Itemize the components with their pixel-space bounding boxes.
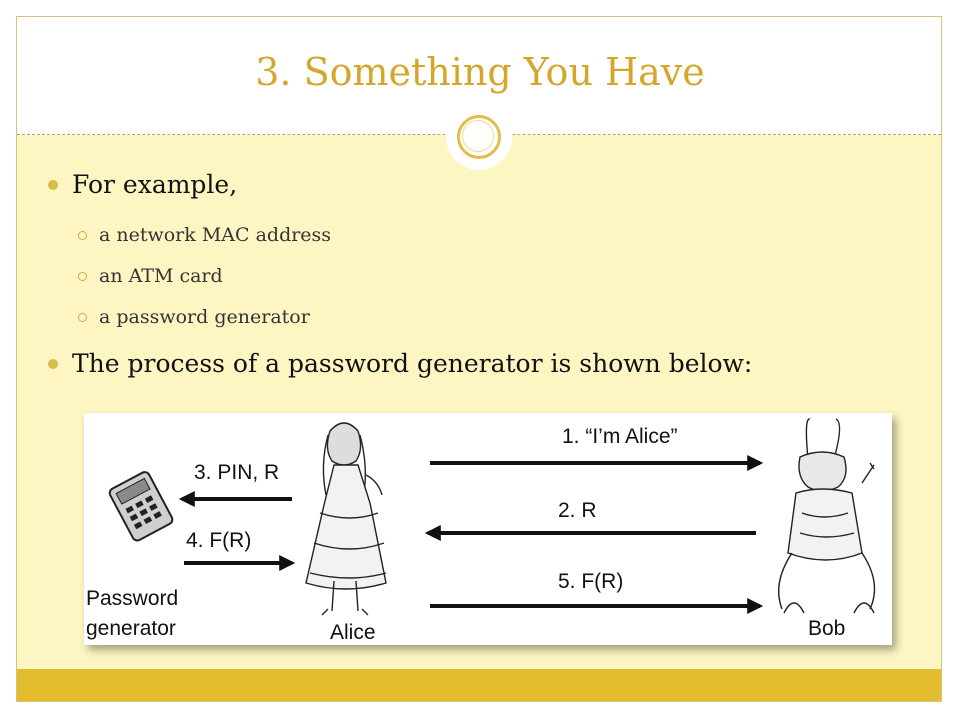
sub-bullet-icon	[78, 271, 87, 281]
sub-bullet-generator: a password generator	[78, 306, 310, 328]
device-label-line2: generator	[86, 617, 176, 640]
diagram-svg: Password generator Alice	[86, 418, 876, 644]
alice-label: Alice	[330, 621, 376, 644]
message-4-label: 4. F(R)	[186, 529, 251, 552]
bob-rabbit-figure-icon	[778, 418, 876, 614]
bullet-text: The process of a password generator is s…	[72, 349, 753, 378]
bottom-bar	[17, 669, 941, 701]
message-1-label: 1. “I’m Alice”	[562, 425, 678, 448]
password-generator-diagram: Password generator Alice	[84, 413, 892, 645]
sub-bullet-mac: a network MAC address	[78, 224, 331, 246]
bullet-text: For example,	[72, 170, 238, 199]
sub-bullet-icon	[78, 312, 87, 322]
device-label-line1: Password	[86, 587, 178, 610]
bob-label: Bob	[808, 617, 845, 640]
message-2-label: 2. R	[558, 499, 597, 522]
message-5-label: 5. F(R)	[558, 570, 623, 593]
bullet-dot-icon	[48, 358, 58, 369]
sub-bullet-atm: an ATM card	[78, 265, 223, 287]
sub-bullet-text: a network MAC address	[99, 224, 332, 246]
password-generator-device-icon	[108, 471, 174, 542]
slide-title: 3. Something You Have	[255, 50, 705, 94]
sub-bullet-icon	[78, 230, 87, 240]
bullet-for-example: For example,	[48, 170, 237, 199]
bullet-process: The process of a password generator is s…	[48, 349, 752, 378]
alice-figure-icon	[305, 422, 387, 616]
bullet-dot-icon	[48, 179, 58, 190]
sub-bullet-text: an ATM card	[99, 265, 223, 287]
sub-bullet-text: a password generator	[99, 306, 310, 328]
slide-frame	[16, 16, 942, 702]
ring-inner	[462, 120, 494, 152]
message-3-label: 3. PIN, R	[194, 461, 279, 484]
